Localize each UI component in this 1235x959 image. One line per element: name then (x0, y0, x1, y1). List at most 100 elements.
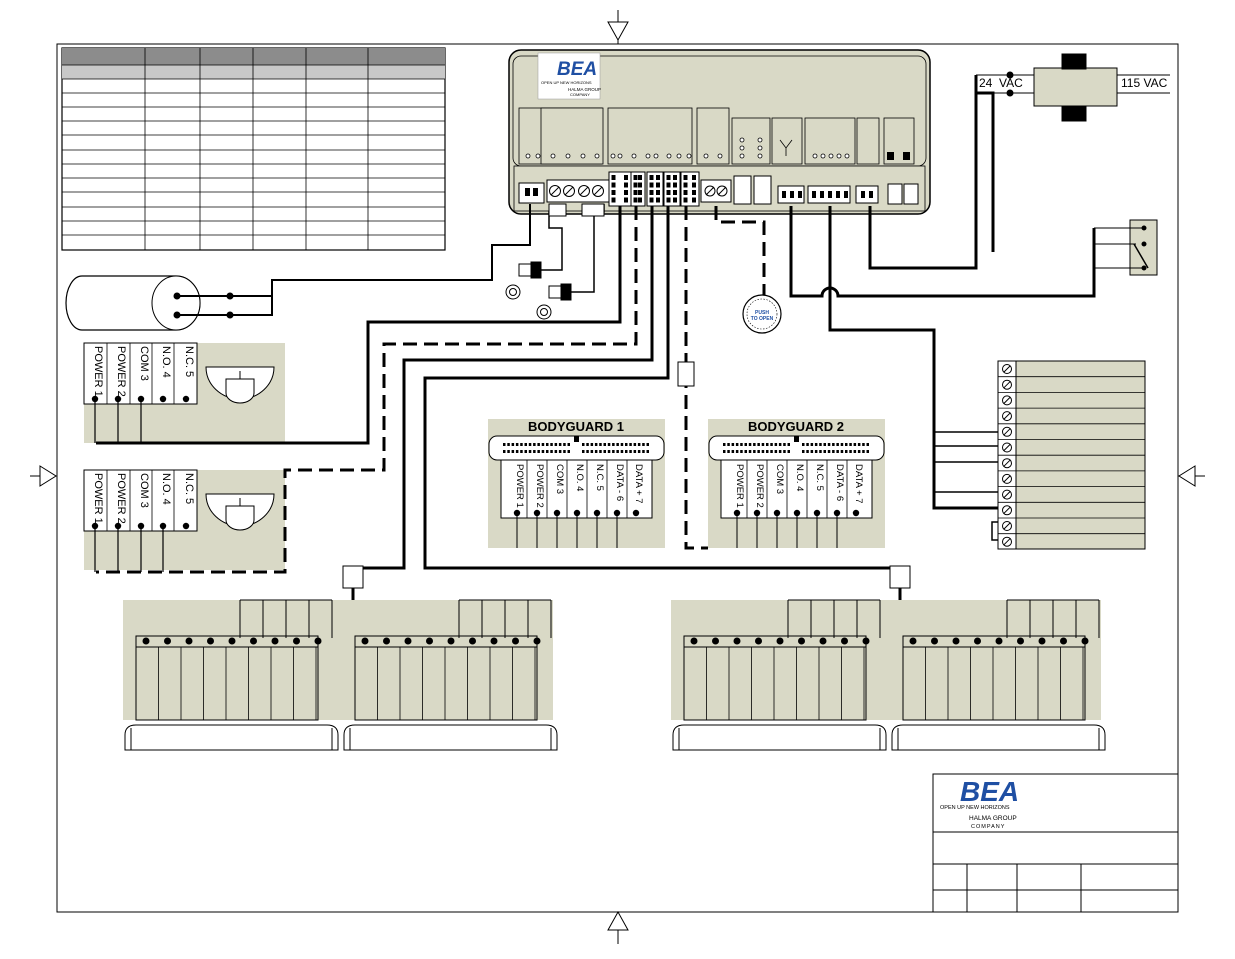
bodyguard-pin (554, 450, 558, 453)
controller-led (631, 153, 637, 159)
controller-led (550, 153, 556, 159)
controller-led (610, 153, 616, 159)
bodyguard-pin (537, 450, 540, 453)
bodyguard-pin (778, 450, 782, 453)
bodyguard-pin (757, 443, 760, 446)
bodyguard-pin (541, 450, 545, 453)
relay-2 (536, 283, 572, 320)
controller-header (646, 171, 664, 207)
controller-led (812, 153, 818, 159)
title-block-logo: BEA OPEN UP NEW HORIZONS HALMA GROUP COM… (940, 776, 1019, 830)
terminal-strip-wire (828, 206, 998, 510)
center-mark-bottom (607, 910, 629, 944)
title-logo-text: BEA (960, 776, 1019, 807)
motor (65, 275, 201, 331)
key-switch (1094, 219, 1158, 276)
sensor-terminal-label: N.O. 4 (160, 346, 172, 378)
header-pin (624, 190, 628, 195)
header-pin (611, 182, 616, 188)
terminal-strip-slot (1003, 459, 1011, 467)
bodyguard-pin (612, 450, 615, 453)
terminal-strip-slot (1003, 365, 1011, 373)
bodyguard-pin (616, 450, 619, 453)
title-logo-tagline: OPEN UP NEW HORIZONS (940, 805, 1010, 811)
bottom-module-terminal (185, 637, 193, 645)
header-pin (633, 175, 638, 180)
terminal-strip-slot (1003, 412, 1011, 420)
bodyguard-pin (558, 443, 562, 446)
bodyguard-pin (607, 443, 611, 446)
motor-node (226, 292, 234, 300)
controller-led (676, 153, 682, 159)
controller-led (828, 153, 834, 159)
bottom-module-block (135, 635, 319, 721)
terminal-strip-jumper (991, 521, 998, 541)
bottom-module-terminal (512, 637, 519, 645)
bottom-module-base (124, 724, 339, 751)
bodyguard-pin (744, 443, 747, 446)
header-pin (666, 175, 671, 180)
bodyguard-pin (582, 450, 585, 453)
header-pin (673, 190, 677, 195)
bodyguard-pin (511, 450, 515, 453)
header-pin (611, 175, 616, 180)
bottom-module-terminal (712, 637, 719, 645)
controller-switch (903, 152, 910, 160)
bottom-module-terminal (271, 637, 279, 645)
bodyguard-pin (563, 443, 566, 446)
bodyguard-pin (735, 443, 739, 446)
sensor-terminal-label: N.C. 5 (183, 473, 195, 504)
bottom-module-1 (123, 599, 558, 751)
controller-connector (753, 175, 772, 205)
connector-pin (812, 191, 816, 198)
bodyguard-pin (590, 443, 594, 446)
header-pin (624, 175, 628, 180)
push-button-line1: PUSH (755, 310, 769, 316)
bodyguard-pin (827, 450, 831, 453)
controller-led (617, 153, 623, 159)
bodyguard-pin (533, 450, 536, 453)
bodyguard-pin (814, 443, 818, 446)
sensor-terminal-dot (182, 522, 190, 530)
bodyguard-pin (515, 443, 519, 446)
screw-slot (550, 186, 560, 196)
bodyguard-pin (625, 450, 628, 453)
controller-led (686, 153, 692, 159)
controller-led (645, 153, 651, 159)
header-pin (611, 197, 616, 203)
bodyguard-terminal-label: DATA - 6 (614, 464, 625, 501)
sensor-terminal-label: COM 3 (138, 346, 150, 381)
header-pin (649, 175, 654, 180)
bottom-module-terminal (1060, 637, 1067, 645)
relay-connector (548, 203, 567, 217)
controller-led (703, 153, 709, 159)
header-pin (683, 182, 688, 188)
bodyguard-pin (629, 443, 632, 446)
bodyguard-pin (819, 443, 822, 446)
relay-connector (581, 203, 605, 217)
bodyguard-pin (511, 443, 515, 446)
header-pin (633, 197, 638, 203)
header-pin (692, 197, 696, 203)
bottom-module-terminal (819, 637, 827, 645)
bodyguard-pin (757, 450, 760, 453)
terminal-strip-slot (1003, 381, 1011, 389)
bodyguard-terminal-label: POWER 2 (754, 464, 765, 508)
bodyguard-pin (774, 443, 778, 446)
controller-led (757, 137, 763, 143)
bottom-module-terminal (931, 637, 938, 645)
bottom-module-terminal (228, 637, 236, 645)
bodyguard-pin (727, 443, 730, 446)
controller-module (731, 117, 771, 165)
bodyguard-pin (857, 450, 861, 453)
bodyguard-terminal-label: COM 3 (774, 464, 785, 494)
bottom-module-block (683, 635, 867, 721)
bodyguard-pin (507, 450, 510, 453)
bodyguard-pin (612, 443, 615, 446)
bodyguard-pin (731, 450, 735, 453)
sensor1-wire (96, 206, 622, 445)
bodyguard-pin (633, 450, 637, 453)
bodyguard-pin (832, 443, 835, 446)
header-pin (638, 175, 642, 180)
